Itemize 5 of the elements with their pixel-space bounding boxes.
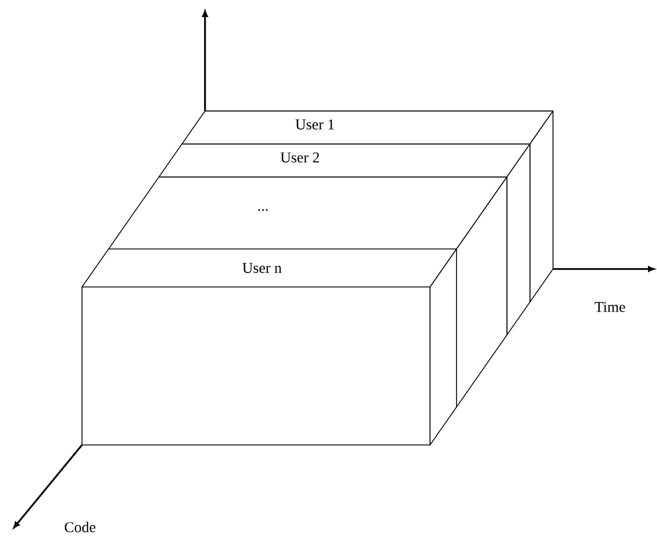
slab-side bbox=[430, 248, 457, 446]
axis-label: Code bbox=[64, 522, 96, 532]
slab-side bbox=[530, 110, 554, 302]
slab-side bbox=[506, 144, 530, 336]
axis-label: Time bbox=[594, 302, 626, 312]
